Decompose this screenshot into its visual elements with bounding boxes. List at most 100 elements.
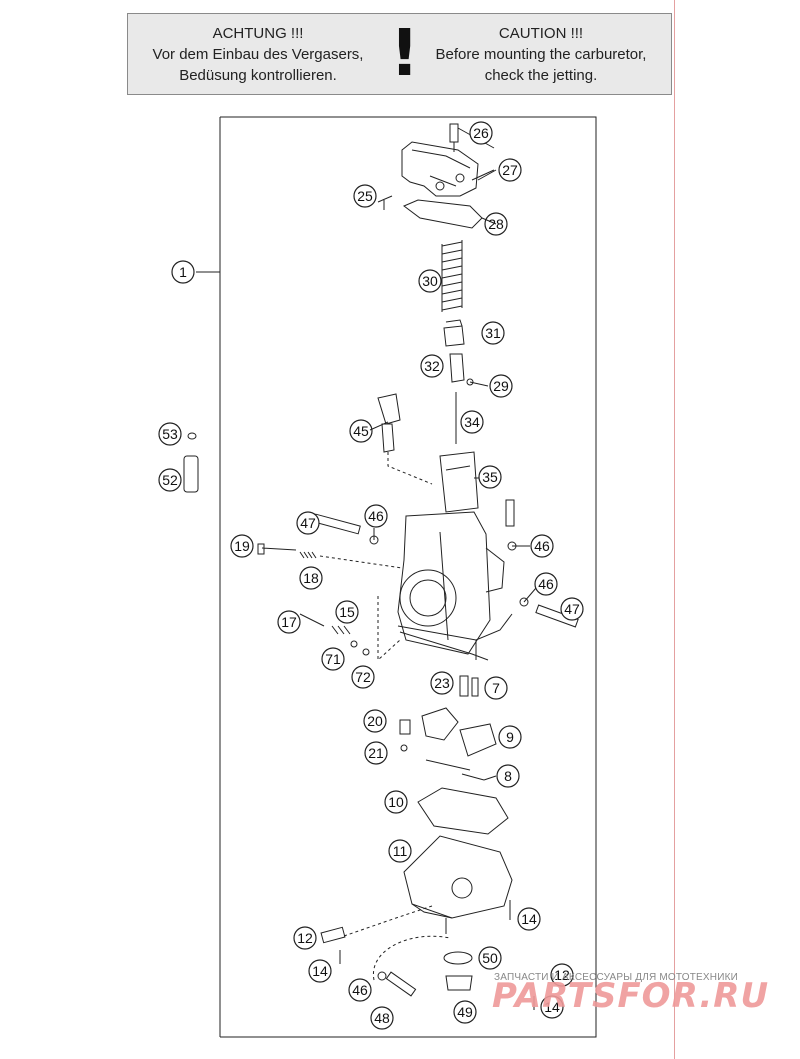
callout-46: 46 (348, 978, 372, 1002)
caution-german: ACHTUNG !!! Vor dem Einbau des Vergasers… (128, 23, 388, 86)
part-53 (187, 432, 197, 440)
carburetor-body-part (397, 511, 513, 661)
callout-25: 25 (353, 184, 377, 208)
callout-27: 27 (498, 158, 522, 182)
part-32 (449, 353, 465, 383)
callout-circle (453, 1000, 477, 1024)
callout-45: 45 (349, 419, 373, 443)
callout-number: 48 (374, 1010, 390, 1026)
float-bowl-11-part (403, 835, 513, 934)
callout-circle (370, 1006, 394, 1030)
part-19 (257, 543, 297, 555)
callout-number: 8 (504, 768, 512, 784)
part-47c (535, 604, 579, 628)
callout-number: 46 (368, 508, 384, 524)
callout-number: 31 (485, 325, 501, 341)
callout-number: 12 (554, 967, 570, 983)
callout-circle (296, 511, 320, 535)
callout-circle (534, 572, 558, 596)
callout-circle (363, 709, 387, 733)
callout-number: 46 (538, 576, 554, 592)
callout-53: 53 (158, 422, 182, 446)
callout-circle (478, 946, 502, 970)
callout-number: 11 (393, 843, 408, 859)
callout-circle (384, 790, 408, 814)
page-edge-line (674, 0, 675, 1059)
gasket-10-part (417, 787, 509, 835)
gasket-28-part (403, 199, 483, 229)
callout-circle (550, 963, 574, 987)
callout-circle (481, 321, 505, 345)
callout-circle (469, 121, 493, 145)
callout-number: 30 (422, 273, 438, 289)
part-23 (459, 675, 469, 697)
part-17 (299, 613, 325, 627)
callout-circle (277, 610, 301, 634)
part-18 (299, 551, 317, 559)
callout-circle (418, 269, 442, 293)
callout-number: 17 (281, 614, 297, 630)
caution-english-title: CAUTION !!! (498, 25, 584, 42)
callout-number: 53 (162, 426, 178, 442)
callout-14: 14 (517, 907, 541, 931)
callout-number: 49 (457, 1004, 473, 1020)
callout-circle (478, 465, 502, 489)
callout-circle (364, 504, 388, 528)
callout-circle (517, 907, 541, 931)
callout-21: 21 (364, 741, 388, 765)
part-47b (505, 499, 515, 527)
callout-number: 34 (464, 414, 480, 430)
callout-34: 34 (460, 410, 484, 434)
watermark-text: ЗАПЧАСТИ И АКСЕССУАРЫ ДЛЯ МОТОТЕХНИКИ (494, 972, 739, 983)
callout-number: 1 (179, 264, 187, 280)
callout-number: 14 (521, 911, 537, 927)
callout-circle (388, 839, 412, 863)
callout-number: 19 (234, 538, 250, 554)
callout-circle (498, 158, 522, 182)
callout-7: 7 (484, 676, 508, 700)
callout-circle (158, 422, 182, 446)
callout-14: 14 (308, 959, 332, 983)
callout-number: 20 (367, 713, 383, 729)
callout-46: 46 (534, 572, 558, 596)
callout-46: 46 (530, 534, 554, 558)
slide-35-part (439, 451, 479, 513)
part-20 (399, 719, 411, 735)
callout-number: 15 (339, 604, 355, 620)
callout-48: 48 (370, 1006, 394, 1030)
callout-circle (540, 995, 564, 1019)
callout-circle (460, 410, 484, 434)
callout-20: 20 (363, 709, 387, 733)
callout-number: 45 (353, 423, 369, 439)
part-45 (377, 393, 401, 453)
part-7 (471, 677, 479, 697)
leader-lines (369, 169, 537, 781)
callout-circle (489, 374, 513, 398)
callout-10: 10 (384, 790, 408, 814)
callout-circle (498, 725, 522, 749)
part-8 (461, 773, 485, 781)
part-47a (313, 513, 361, 535)
callout-11: 11 (388, 839, 412, 863)
callout-circle (364, 741, 388, 765)
callout-18: 18 (299, 566, 323, 590)
callout-number: 52 (162, 472, 178, 488)
callout-number: 29 (493, 378, 509, 394)
callout-32: 32 (420, 354, 444, 378)
callout-number: 46 (352, 982, 368, 998)
callout-50: 50 (478, 946, 502, 970)
callout-circle (171, 260, 195, 284)
callout-number: 35 (482, 469, 498, 485)
part-52 (183, 455, 199, 493)
callout-12: 12 (293, 926, 317, 950)
callout-circle (158, 468, 182, 492)
callout-circle (308, 959, 332, 983)
callout-circle (293, 926, 317, 950)
callout-circle (496, 764, 520, 788)
callout-number: 47 (300, 515, 316, 531)
callout-35: 35 (478, 465, 502, 489)
caution-german-title: ACHTUNG !!! (212, 25, 304, 42)
callout-49: 49 (453, 1000, 477, 1024)
